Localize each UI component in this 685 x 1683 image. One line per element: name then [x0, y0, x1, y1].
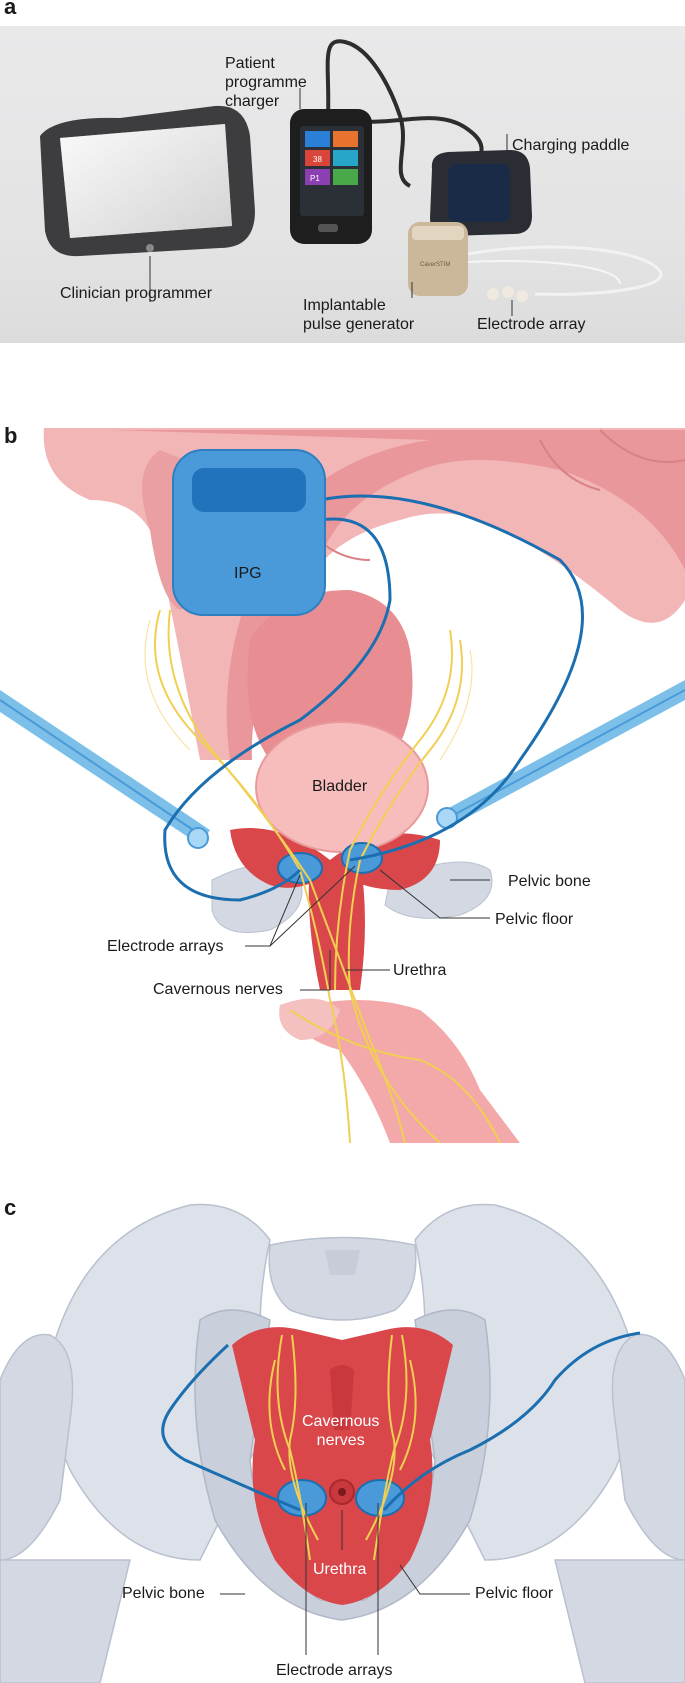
label-urethra-b: Urethra	[393, 962, 447, 979]
patient-charger-device: 38 P1	[290, 109, 372, 244]
label-pelvic-bone-c: Pelvic bone	[122, 1585, 205, 1602]
clinician-programmer-device	[40, 105, 255, 257]
panel-letter-a: a	[4, 0, 17, 19]
label-bladder: Bladder	[312, 778, 368, 795]
label-electrode-array: Electrode array	[477, 316, 586, 333]
label-electrode-arrays-c: Electrode arrays	[276, 1662, 393, 1679]
ipg-engraving: CaverSTIM	[420, 262, 450, 268]
label-pelvic-floor-c: Pelvic floor	[475, 1585, 554, 1602]
label-urethra-c: Urethra	[313, 1561, 367, 1578]
label-ipg: IPG	[234, 565, 262, 582]
device-photo-illustration: 38 P1 CaverSTIM	[40, 39, 663, 316]
panel-letter-c: c	[4, 1195, 17, 1220]
label-cavernous-nerves-c: Cavernous nerves	[302, 1413, 380, 1449]
label-electrode-arrays-b: Electrode arrays	[107, 938, 224, 955]
label-implantable-pulse-generator: Implantable pulse generator	[303, 297, 415, 333]
charger-tile-38: 38	[313, 155, 322, 164]
label-charging-paddle: Charging paddle	[512, 137, 630, 154]
label-patient-charger: Patient programme charger	[225, 55, 307, 110]
label-pelvic-bone-b: Pelvic bone	[508, 873, 591, 890]
label-clinician-programmer: Clinician programmer	[60, 285, 213, 302]
charger-tile-p1: P1	[310, 174, 320, 183]
ipg-device: CaverSTIM	[408, 222, 468, 296]
label-cavernous-nerves-b: Cavernous nerves	[153, 981, 283, 998]
charging-paddle-device	[430, 150, 532, 236]
device-photo: 38 P1 CaverSTIM	[0, 26, 685, 343]
panel-letter-b: b	[4, 423, 18, 448]
label-pelvic-floor-b: Pelvic floor	[495, 911, 574, 928]
